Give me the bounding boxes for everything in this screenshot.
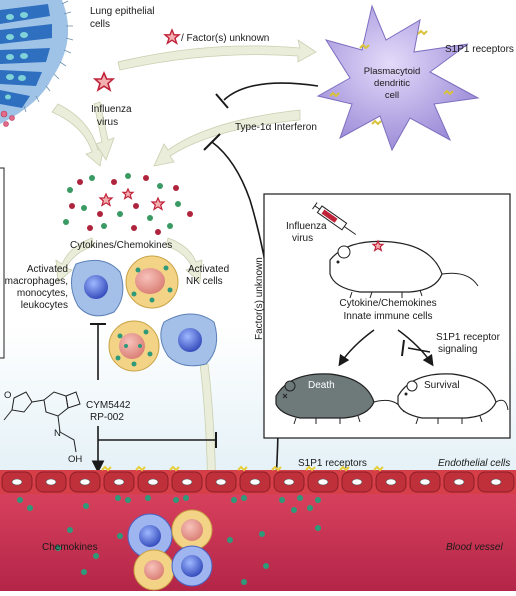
s1p1-receptors-endothelium bbox=[101, 465, 384, 472]
lung-epithelial-label-2: cells bbox=[90, 19, 110, 30]
drug-o-label: O bbox=[4, 390, 11, 401]
blood-vessel-label: Blood vessel bbox=[446, 542, 503, 553]
s1p1-receptors-on-pdc bbox=[329, 29, 454, 126]
inset-s1p1-label-1: S1P1 receptor bbox=[436, 332, 501, 343]
inset-influenza-label-1: Influenza bbox=[286, 221, 327, 232]
factors-unknown-inhibit-bar bbox=[203, 133, 221, 151]
monocyte-cell bbox=[160, 313, 218, 367]
inset-cytokine-label-1: Cytokine/Chemokines bbox=[339, 298, 436, 309]
drug-label-2: RP-002 bbox=[90, 412, 124, 423]
legend-virus-star bbox=[163, 28, 181, 45]
drug-label-1: CYM5442 bbox=[86, 400, 131, 411]
s1p1-signaling-inhibit-bar bbox=[401, 339, 405, 357]
survival-mouse bbox=[397, 373, 509, 425]
macrophages-label-1: Activated bbox=[27, 264, 68, 275]
nk-cell-lower bbox=[108, 320, 160, 372]
vessel-leukocytes bbox=[127, 509, 213, 591]
cytokine-cloud bbox=[63, 173, 193, 235]
factor-unknown-legend: / Factor(s) unknown bbox=[181, 33, 269, 44]
drug-oh-label: OH bbox=[68, 454, 82, 465]
macrophage-cell bbox=[71, 259, 124, 317]
nk-label-2: NK cells bbox=[186, 276, 223, 287]
cytokines-chemokines-label: Cytokines/Chemokines bbox=[70, 240, 172, 251]
type1a-interferon-label: Type-1α Interferon bbox=[235, 122, 317, 133]
infected-mouse bbox=[329, 239, 479, 299]
inset-cytokine-label-2: Innate immune cells bbox=[344, 311, 433, 322]
lung-epithelium bbox=[0, 0, 74, 127]
signal-arrows bbox=[51, 39, 317, 543]
macrophages-label-4: leukocytes bbox=[21, 300, 68, 311]
pdc-label-3: cell bbox=[385, 90, 399, 101]
endothelial-cells-label: Endothelial cells bbox=[438, 458, 510, 469]
pdc-label-2: dendritic bbox=[374, 78, 410, 89]
influenza-virus-label-1: Influenza bbox=[91, 104, 132, 115]
inset-influenza-label-2: virus bbox=[292, 233, 313, 244]
factors-unknown-vertical-label: Factor(s) unknown bbox=[254, 257, 265, 340]
nk-cell-top bbox=[125, 255, 179, 309]
lung-epithelial-label-1: Lung epithelial bbox=[90, 6, 155, 17]
pdc-inhibit-line bbox=[223, 82, 319, 101]
s1p1-receptors-top-label: S1P1 receptors bbox=[445, 44, 514, 55]
inset-death-label: Death bbox=[308, 380, 335, 391]
influenza-virus-star bbox=[92, 70, 116, 92]
death-mouse bbox=[275, 373, 405, 425]
plasmacytoid-dendritic-cell bbox=[316, 4, 480, 152]
inset-survival-arrow bbox=[397, 329, 434, 367]
macrophages-label-2: macrophages, bbox=[5, 276, 68, 287]
syringe-icon bbox=[312, 202, 357, 235]
drug-structure bbox=[3, 391, 81, 453]
inset-survival-label: Survival bbox=[424, 380, 460, 391]
drug-n-label: N bbox=[54, 428, 61, 439]
nk-label-1: Activated bbox=[188, 264, 229, 275]
pdc-label-1: Plasmacytoid bbox=[364, 66, 421, 77]
left-bracket bbox=[0, 167, 5, 359]
endothelial-layer bbox=[0, 465, 516, 494]
pdc-inhibit-bar bbox=[215, 93, 229, 109]
vessel-chemokines bbox=[17, 495, 321, 585]
influenza-virus-label-2: virus bbox=[97, 117, 118, 128]
inset-death-arrow bbox=[338, 329, 375, 367]
mouse-inset bbox=[263, 193, 511, 439]
s1p1-signaling-inhibit-line bbox=[407, 347, 431, 353]
inset-s1p1-label-2: signaling bbox=[438, 344, 477, 355]
chemokines-label: Chemokines bbox=[42, 542, 98, 553]
s1p1-receptors-bottom-label: S1P1 receptors bbox=[298, 458, 367, 469]
macrophages-label-3: monocytes, bbox=[17, 288, 68, 299]
